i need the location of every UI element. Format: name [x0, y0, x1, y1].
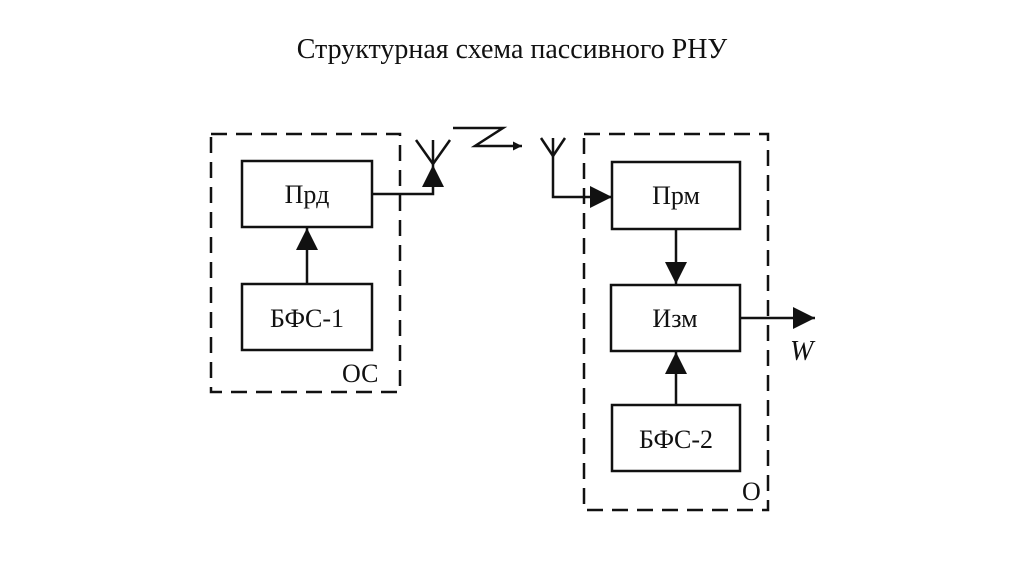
- group-os-label: ОС: [342, 359, 378, 388]
- group-o-label: О: [742, 477, 761, 506]
- slide-title: Структурная схема пассивного РНУ: [296, 34, 728, 65]
- transmit-antenna-icon: [414, 139, 452, 170]
- block-prm-label: Прм: [652, 181, 700, 210]
- block-bfs1-label: БФС-1: [270, 304, 344, 333]
- transmit-arrow-head: [422, 165, 444, 187]
- block-bfs1: БФС-1: [240, 282, 374, 352]
- block-prd: Прд: [240, 159, 374, 229]
- block-izm: Изм: [609, 283, 742, 353]
- block-izm-label: Изм: [652, 304, 697, 333]
- block-bfs2: БФС-2: [610, 403, 742, 473]
- output-label-w: W: [790, 336, 816, 367]
- line-prd-to-antenna: [372, 185, 435, 196]
- line-antenna-to-prm: [551, 155, 612, 208]
- block-bfs2-label: БФС-2: [639, 425, 713, 454]
- receive-antenna-icon: [539, 137, 567, 157]
- radio-wave-icon: [453, 126, 522, 151]
- block-prm: Прм: [610, 160, 742, 231]
- group-os-border: [209, 132, 402, 394]
- block-prd-label: Прд: [285, 180, 330, 209]
- group-o-border: [582, 132, 770, 512]
